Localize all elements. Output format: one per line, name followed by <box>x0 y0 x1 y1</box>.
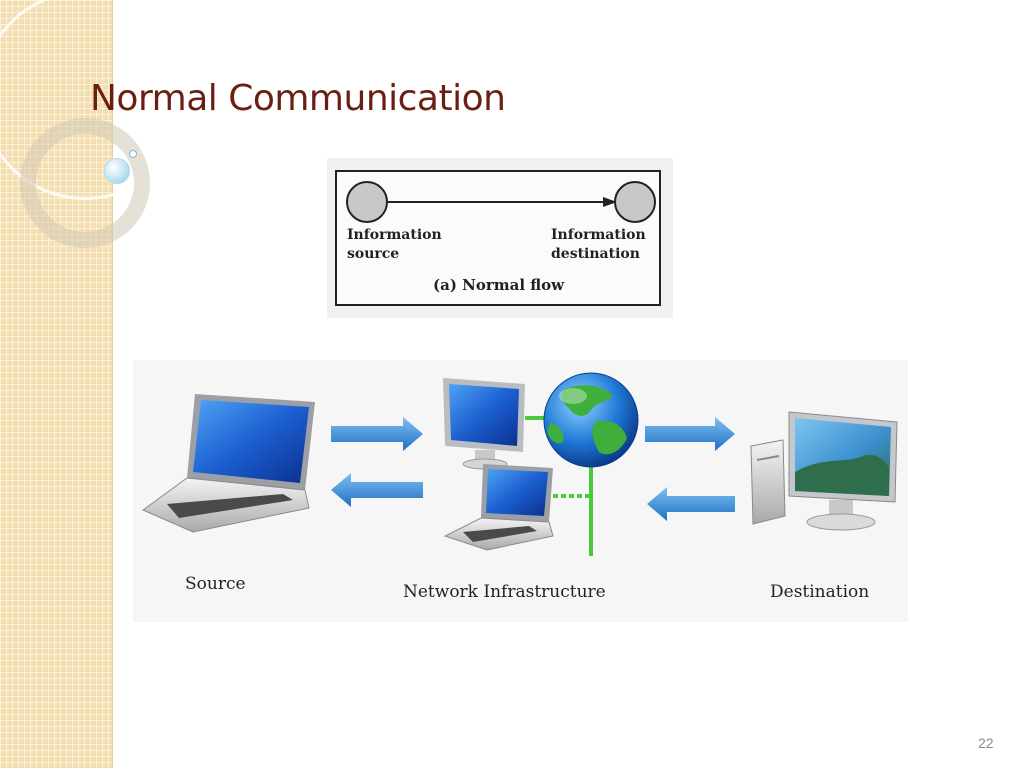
decorative-side-strip <box>0 0 190 768</box>
arrow-right-icon <box>331 417 423 451</box>
source-label-line2: source <box>347 246 400 262</box>
source-laptop-icon <box>142 394 315 533</box>
destination-desktop-icon <box>750 411 898 531</box>
globe-icon <box>543 372 639 468</box>
destination-node <box>614 181 656 223</box>
network-links <box>525 416 593 556</box>
destination-label: Destination <box>770 582 870 602</box>
network-illustration: Source Network Infrastructure Destinatio… <box>133 360 908 622</box>
decorative-bubble <box>104 158 130 184</box>
flow-frame: Information source Information destinati… <box>335 170 661 306</box>
network-laptop-icon <box>443 464 554 551</box>
flow-graphic <box>346 181 656 223</box>
arrow-left-icon <box>647 487 735 521</box>
source-node-label: Information source <box>347 226 442 264</box>
slide-title: Normal Communication <box>90 78 506 119</box>
network-monitor-icon <box>443 378 525 470</box>
page-number: 22 <box>978 735 994 751</box>
decorative-bubble-small <box>129 150 137 158</box>
network-graphic <box>142 372 898 556</box>
source-label: Source <box>185 574 246 594</box>
flow-caption: (a) Normal flow <box>433 276 565 294</box>
arrow-right-icon <box>645 417 735 451</box>
source-node <box>346 181 388 223</box>
destination-label-line2: destination <box>551 246 640 262</box>
network-infrastructure-label: Network Infrastructure <box>403 582 606 602</box>
destination-label-line1: Information <box>551 227 646 243</box>
arrow-left-icon <box>331 473 423 507</box>
normal-flow-diagram: Information source Information destinati… <box>327 158 673 318</box>
source-label-line1: Information <box>347 227 442 243</box>
destination-node-label: Information destination <box>551 226 646 264</box>
flow-arrow-head <box>603 197 617 207</box>
decorative-ring-small <box>20 118 150 248</box>
